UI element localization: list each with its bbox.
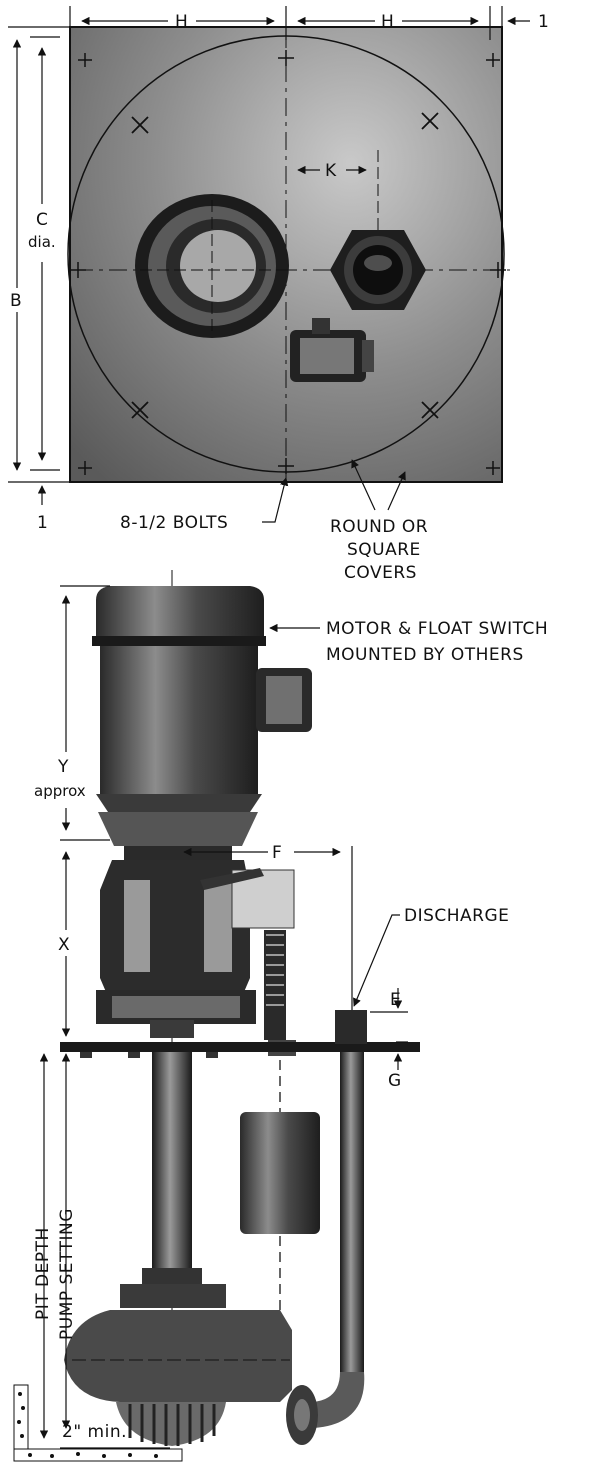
bolts-callout: 8-1/2 BOLTS — [120, 477, 289, 533]
float-switch — [200, 868, 296, 1056]
dim-f: F — [272, 843, 282, 863]
pit-depth-label: PIT DEPTH — [33, 1227, 53, 1320]
float-body — [240, 1060, 320, 1380]
dim-edge-top: 1 — [538, 12, 549, 32]
dim-c-dia: dia. — [28, 233, 56, 251]
dim-edge-bottom: 1 — [37, 513, 48, 533]
discharge-label: DISCHARGE — [404, 906, 509, 926]
dim-y-approx: approx — [34, 782, 86, 800]
pump-volute — [64, 1284, 292, 1446]
dim-g: G — [388, 1071, 402, 1091]
motor — [92, 586, 312, 860]
bolt-crosses — [70, 50, 506, 475]
dim-c: C — [36, 210, 48, 230]
pump-setting-label: PUMP SETTING — [57, 1208, 77, 1340]
dim-y: Y — [57, 757, 69, 777]
covers-label-line2: SQUARE — [347, 540, 421, 560]
dim-k: K — [325, 161, 337, 181]
dim-e: E — [390, 990, 401, 1010]
discharge-ring — [135, 194, 290, 338]
x-marks — [131, 112, 439, 419]
pump-column — [152, 1052, 192, 1272]
covers-callout: ROUND OR SQUARE COVERS — [330, 459, 428, 583]
dim-h-left: H — [175, 12, 188, 32]
side-view: Y approx X F E G PIT DEPTH PUMP SETTING … — [13, 570, 548, 1462]
hex-fitting — [330, 230, 426, 310]
min-gap-label: 2" min. — [62, 1422, 127, 1442]
coupling-housing — [96, 860, 256, 1038]
switch-box — [290, 318, 374, 382]
dim-b: B — [10, 291, 22, 311]
dim-x: X — [58, 935, 70, 955]
motor-label-line2: MOUNTED BY OTHERS — [326, 645, 524, 665]
base-plate — [60, 1042, 420, 1052]
bolts-label: 8-1/2 BOLTS — [120, 513, 228, 533]
pit-floor — [13, 1384, 183, 1462]
motor-label-line1: MOTOR & FLOAT SWITCH — [326, 619, 548, 639]
dim-h-right: H — [381, 12, 394, 32]
covers-label-line3: COVERS — [344, 563, 417, 583]
discharge-pipe — [286, 1010, 367, 1445]
top-view: H H 1 B C dia. 1 K — [8, 6, 549, 533]
covers-label-line1: ROUND OR — [330, 517, 428, 537]
